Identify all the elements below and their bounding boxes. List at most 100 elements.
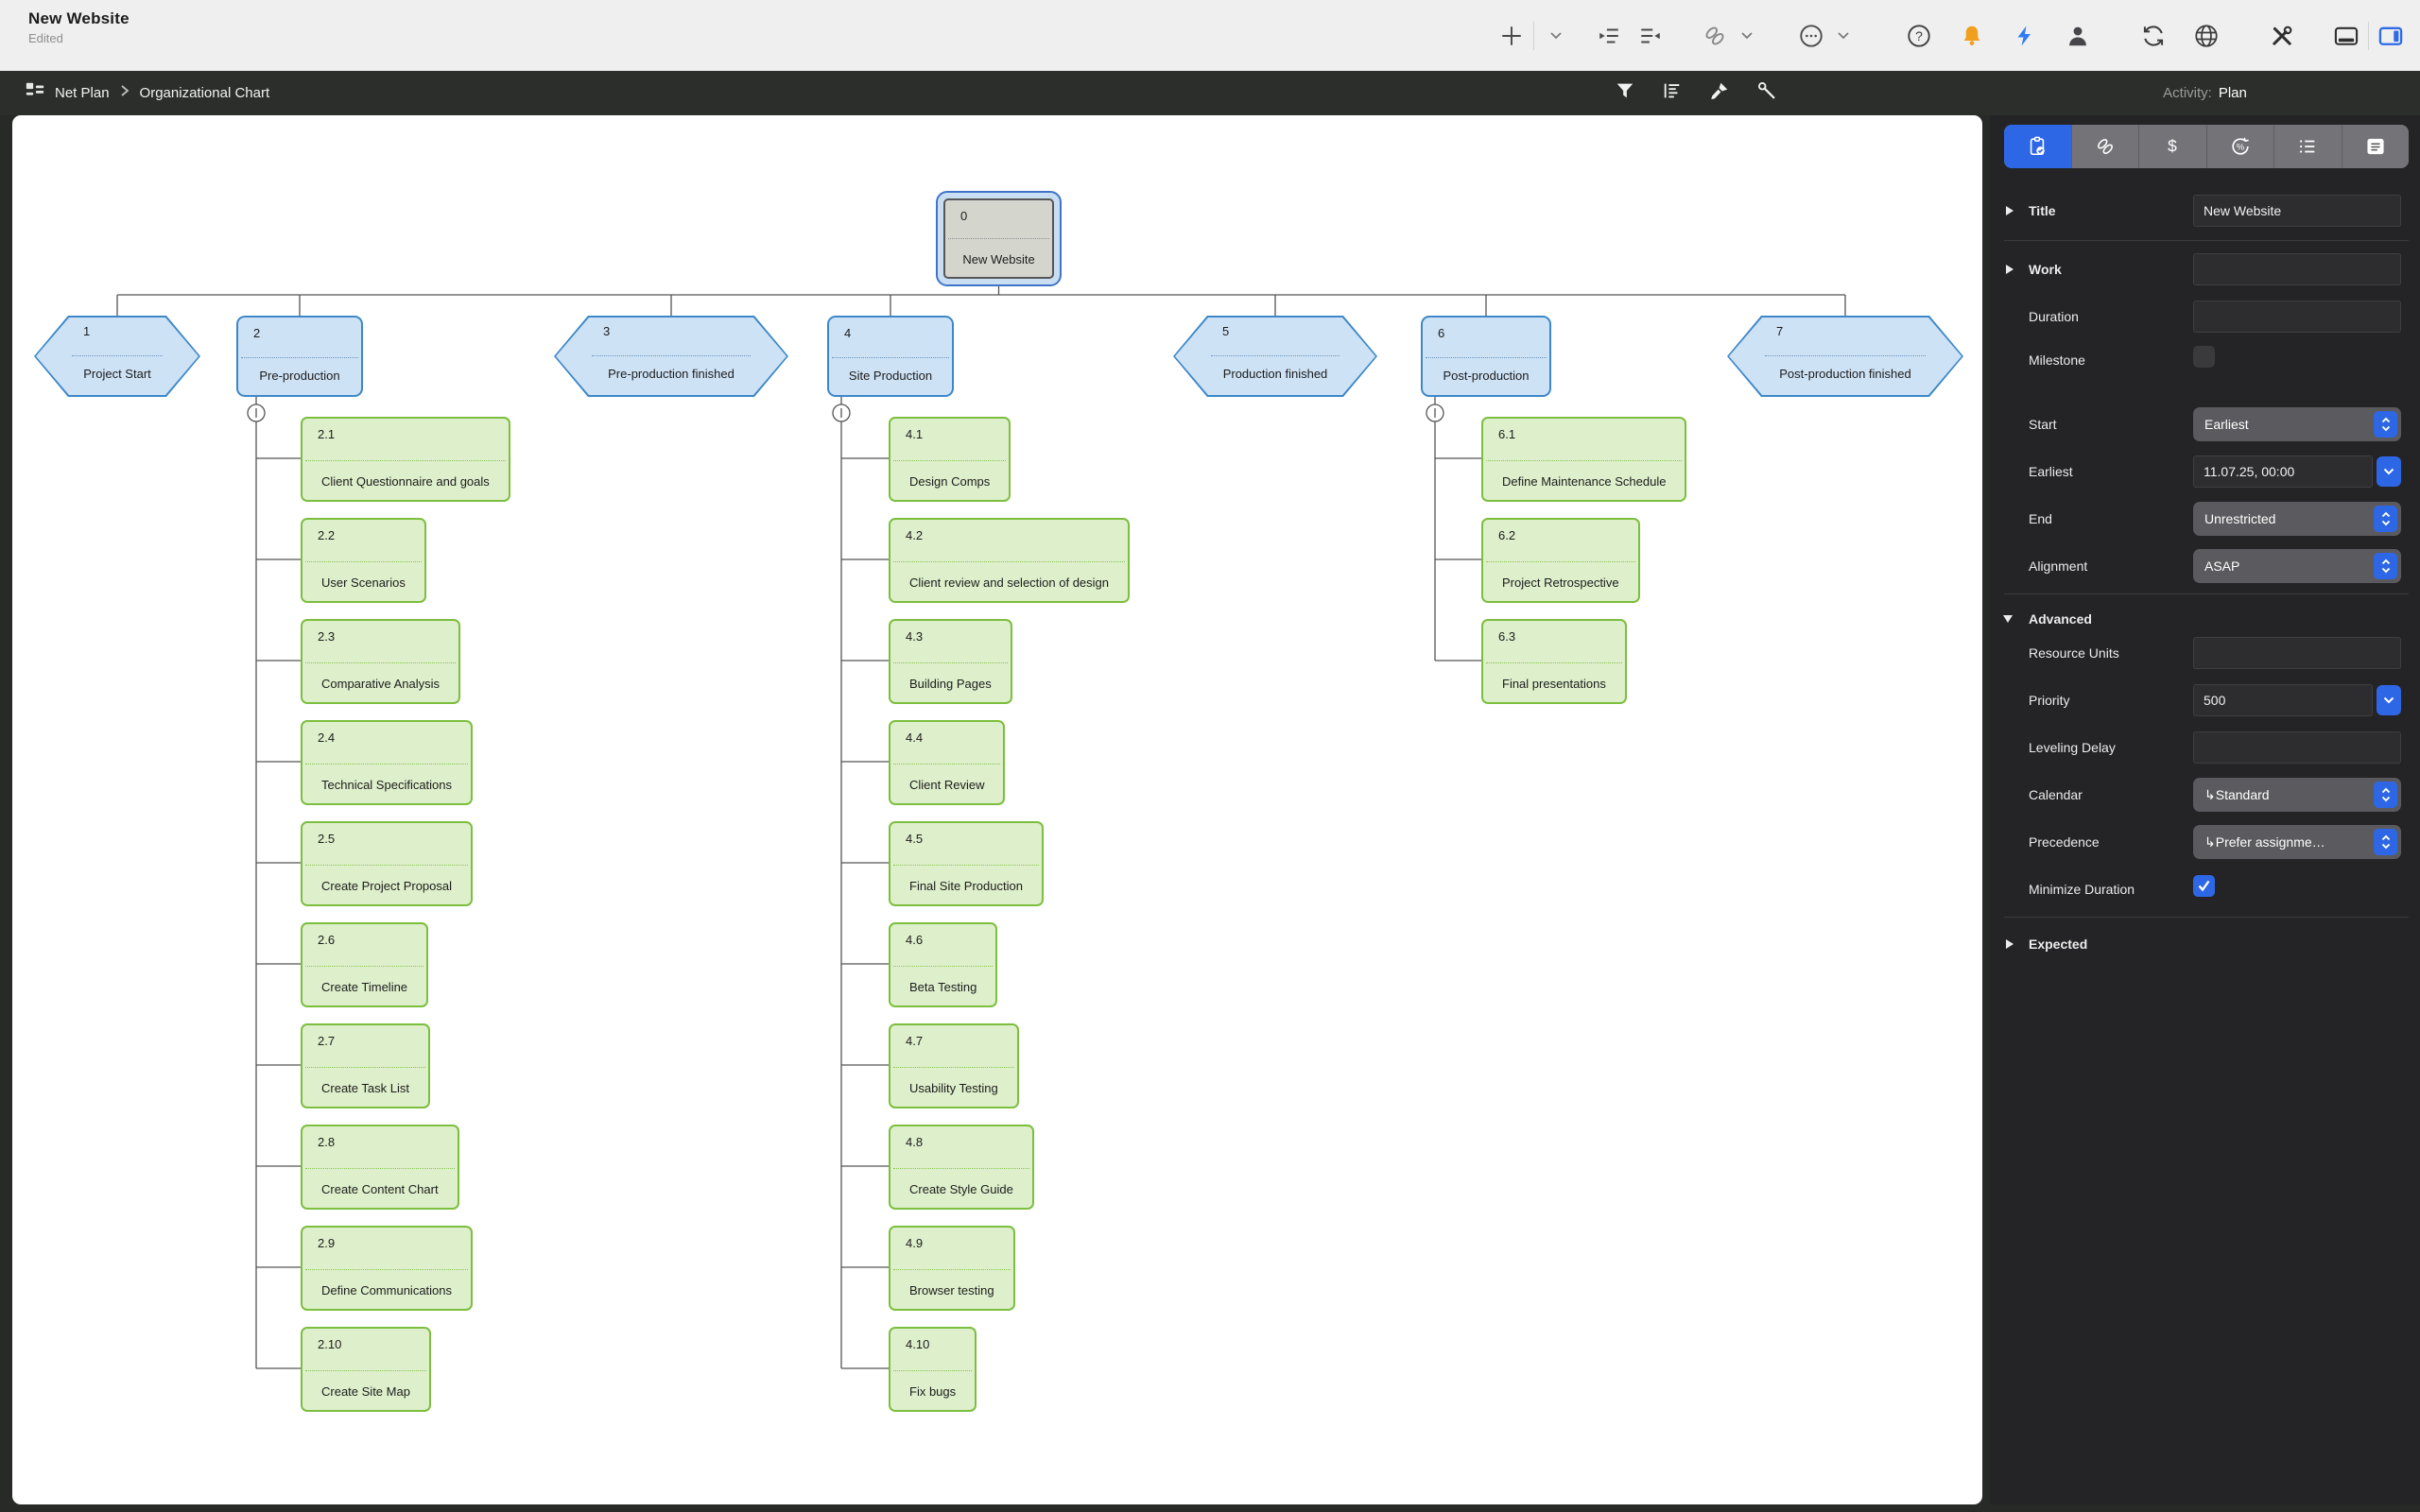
title-field[interactable]: New Website <box>2193 195 2401 227</box>
popup-stepper-icon[interactable] <box>2374 829 2397 855</box>
priority-field[interactable]: 500 <box>2193 684 2373 716</box>
popup-stepper-icon[interactable] <box>2374 553 2397 579</box>
node-divider <box>305 662 456 663</box>
node-number: 6.3 <box>1498 629 1516 644</box>
resource-units-field[interactable] <box>2193 637 2401 669</box>
node-label: User Scenarios <box>321 576 406 590</box>
popup-stepper-icon[interactable] <box>2374 506 2397 532</box>
earliest-dropdown-button[interactable] <box>2377 456 2401 487</box>
node-number: 4.8 <box>906 1135 924 1149</box>
duration-field[interactable] <box>2193 301 2401 333</box>
link-icon[interactable] <box>1699 17 1731 55</box>
disclosure-triangle-icon[interactable] <box>2006 939 2014 949</box>
disclosure-triangle-icon[interactable] <box>2003 615 2013 623</box>
tab-notes[interactable] <box>2342 125 2410 168</box>
tools-icon[interactable] <box>2266 17 2298 55</box>
settings-wrench-icon[interactable] <box>1756 80 1777 106</box>
precedence-popup[interactable]: ↳Prefer assignme… <box>2193 825 2401 859</box>
advanced-label: Advanced <box>2029 611 2092 627</box>
breadcrumb-project[interactable]: Net Plan <box>55 85 110 101</box>
sync-icon[interactable] <box>2137 17 2169 55</box>
leveling-delay-label: Leveling Delay <box>2029 740 2116 755</box>
notifications-bell-icon[interactable] <box>1956 17 1988 55</box>
node-number: 4.9 <box>906 1236 924 1250</box>
activity-bolt-icon[interactable] <box>2009 17 2041 55</box>
minimize-duration-checkbox[interactable] <box>2193 875 2215 897</box>
add-options-chevron[interactable] <box>1540 17 1572 55</box>
breadcrumb-view[interactable]: Organizational Chart <box>139 85 270 101</box>
node-divider <box>1486 460 1683 461</box>
earliest-date-field[interactable]: 11.07.25, 00:00 <box>2193 455 2373 488</box>
disclosure-triangle-icon[interactable] <box>2006 206 2014 215</box>
popup-stepper-icon[interactable] <box>2374 411 2397 438</box>
leveling-delay-field[interactable] <box>2193 731 2401 764</box>
tab-plan[interactable] <box>2004 125 2072 168</box>
add-button[interactable] <box>1495 17 1528 55</box>
priority-dropdown-button[interactable] <box>2377 685 2401 715</box>
format-brush-icon[interactable] <box>1709 80 1730 106</box>
right-panel-icon[interactable] <box>2375 17 2407 55</box>
bottom-panel-icon[interactable] <box>2330 17 2362 55</box>
tab-checklist[interactable] <box>2274 125 2342 168</box>
tab-links[interactable] <box>2072 125 2139 168</box>
disclosure-triangle-icon[interactable] <box>2006 265 2014 274</box>
node-number: 4.10 <box>906 1337 930 1351</box>
filter-icon[interactable] <box>1615 80 1635 106</box>
more-actions-icon[interactable] <box>1795 17 1827 55</box>
calendar-popup[interactable]: ↳Standard <box>2193 778 2401 812</box>
node-divider <box>1765 355 1926 356</box>
indent-icon[interactable] <box>1593 17 1625 55</box>
help-icon[interactable]: ? <box>1903 17 1935 55</box>
end-popup[interactable]: Unrestricted <box>2193 502 2401 536</box>
milestone-checkbox[interactable] <box>2193 346 2215 368</box>
globe-icon[interactable] <box>2190 17 2222 55</box>
tab-cost[interactable]: $ <box>2139 125 2207 168</box>
outline-style-icon[interactable] <box>1662 80 1683 106</box>
link-options-chevron[interactable] <box>1731 17 1763 55</box>
alignment-popup[interactable]: ASAP <box>2193 549 2401 583</box>
more-options-chevron[interactable] <box>1827 17 1859 55</box>
node-divider <box>893 662 1008 663</box>
tab-progress[interactable]: % <box>2207 125 2274 168</box>
start-popup[interactable]: Earliest <box>2193 407 2401 441</box>
node-label: Define Communications <box>321 1283 453 1297</box>
outdent-icon[interactable] <box>1634 17 1667 55</box>
user-icon[interactable] <box>2062 17 2094 55</box>
work-field[interactable] <box>2193 253 2401 285</box>
view-type-icon[interactable] <box>25 80 45 106</box>
node-label: Design Comps <box>909 474 991 489</box>
popup-stepper-icon[interactable] <box>2374 782 2397 808</box>
